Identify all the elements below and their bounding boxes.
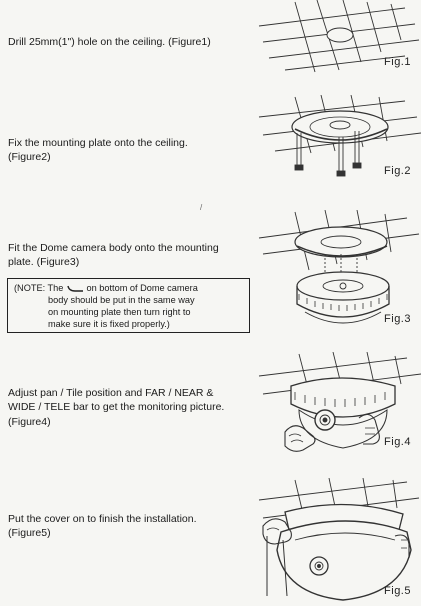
step-1-line-1: Drill 25mm(1") hole on the ceiling. (Fig… — [8, 36, 211, 48]
step-5-line-1: Put the cover on to finish the installat… — [8, 513, 197, 525]
figure-2-label: Fig.2 — [384, 165, 411, 177]
pan-tilt-adjust-illustration — [258, 352, 421, 452]
figure-1-label: Fig.1 — [384, 56, 411, 68]
mounting-plate-illustration — [258, 95, 421, 177]
step-2-line-2: (Figure2) — [8, 151, 51, 164]
figure-5-label: Fig.5 — [384, 585, 411, 597]
note-prefix: (NOTE: The — [14, 283, 64, 293]
note-line-3: on mounting plate then turn right to — [48, 306, 191, 317]
step-4-instruction: Adjust pan / Tile position and FAR / NEA… — [8, 386, 258, 429]
step-3-line-1: Fit the Dome camera body onto the mounti… — [8, 242, 219, 254]
figure-4-label: Fig.4 — [384, 436, 411, 448]
note-after-icon: on bottom of Dome camera — [86, 283, 198, 293]
step-4-line-3: (Figure4) — [8, 415, 51, 428]
step-2-line-1: Fix the mounting plate onto the ceiling. — [8, 137, 188, 149]
step-3-instruction: Fit the Dome camera body onto the mounti… — [8, 241, 258, 270]
note-line-2: body should be put in the same way — [48, 294, 195, 305]
ceiling-hole-illustration — [258, 0, 420, 73]
note-box: (NOTE: The on bottom of Dome camera body… — [7, 278, 250, 333]
stray-mark: / — [200, 203, 203, 212]
figure-4: Fig.4 — [255, 352, 421, 462]
figure-2: Fig.2 — [255, 95, 421, 187]
hook-mark-icon — [67, 285, 83, 292]
step-2-instruction: Fix the mounting plate onto the ceiling.… — [8, 136, 258, 165]
figure-5: Fig.5 — [255, 478, 421, 606]
dome-fit-illustration — [258, 210, 420, 324]
figure-3: Fig.3 — [255, 210, 421, 338]
figure-3-label: Fig.3 — [384, 313, 411, 325]
note-line-4: make sure it is fixed properly.) — [48, 318, 170, 329]
step-3-line-2: plate. (Figure3) — [8, 256, 80, 269]
step-4-line-1: Adjust pan / Tile position and FAR / NEA… — [8, 387, 214, 399]
step-1-instruction: Drill 25mm(1") hole on the ceiling. (Fig… — [8, 35, 258, 49]
step-5-line-2: (Figure5) — [8, 527, 51, 540]
note-line-1: (NOTE: The on bottom of Dome camera — [14, 283, 244, 295]
cover-install-illustration — [258, 478, 420, 601]
figure-1: Fig.1 — [255, 0, 421, 78]
step-5-instruction: Put the cover on to finish the installat… — [8, 512, 258, 541]
step-4-line-2: WIDE / TELE bar to get the monitoring pi… — [8, 401, 225, 414]
